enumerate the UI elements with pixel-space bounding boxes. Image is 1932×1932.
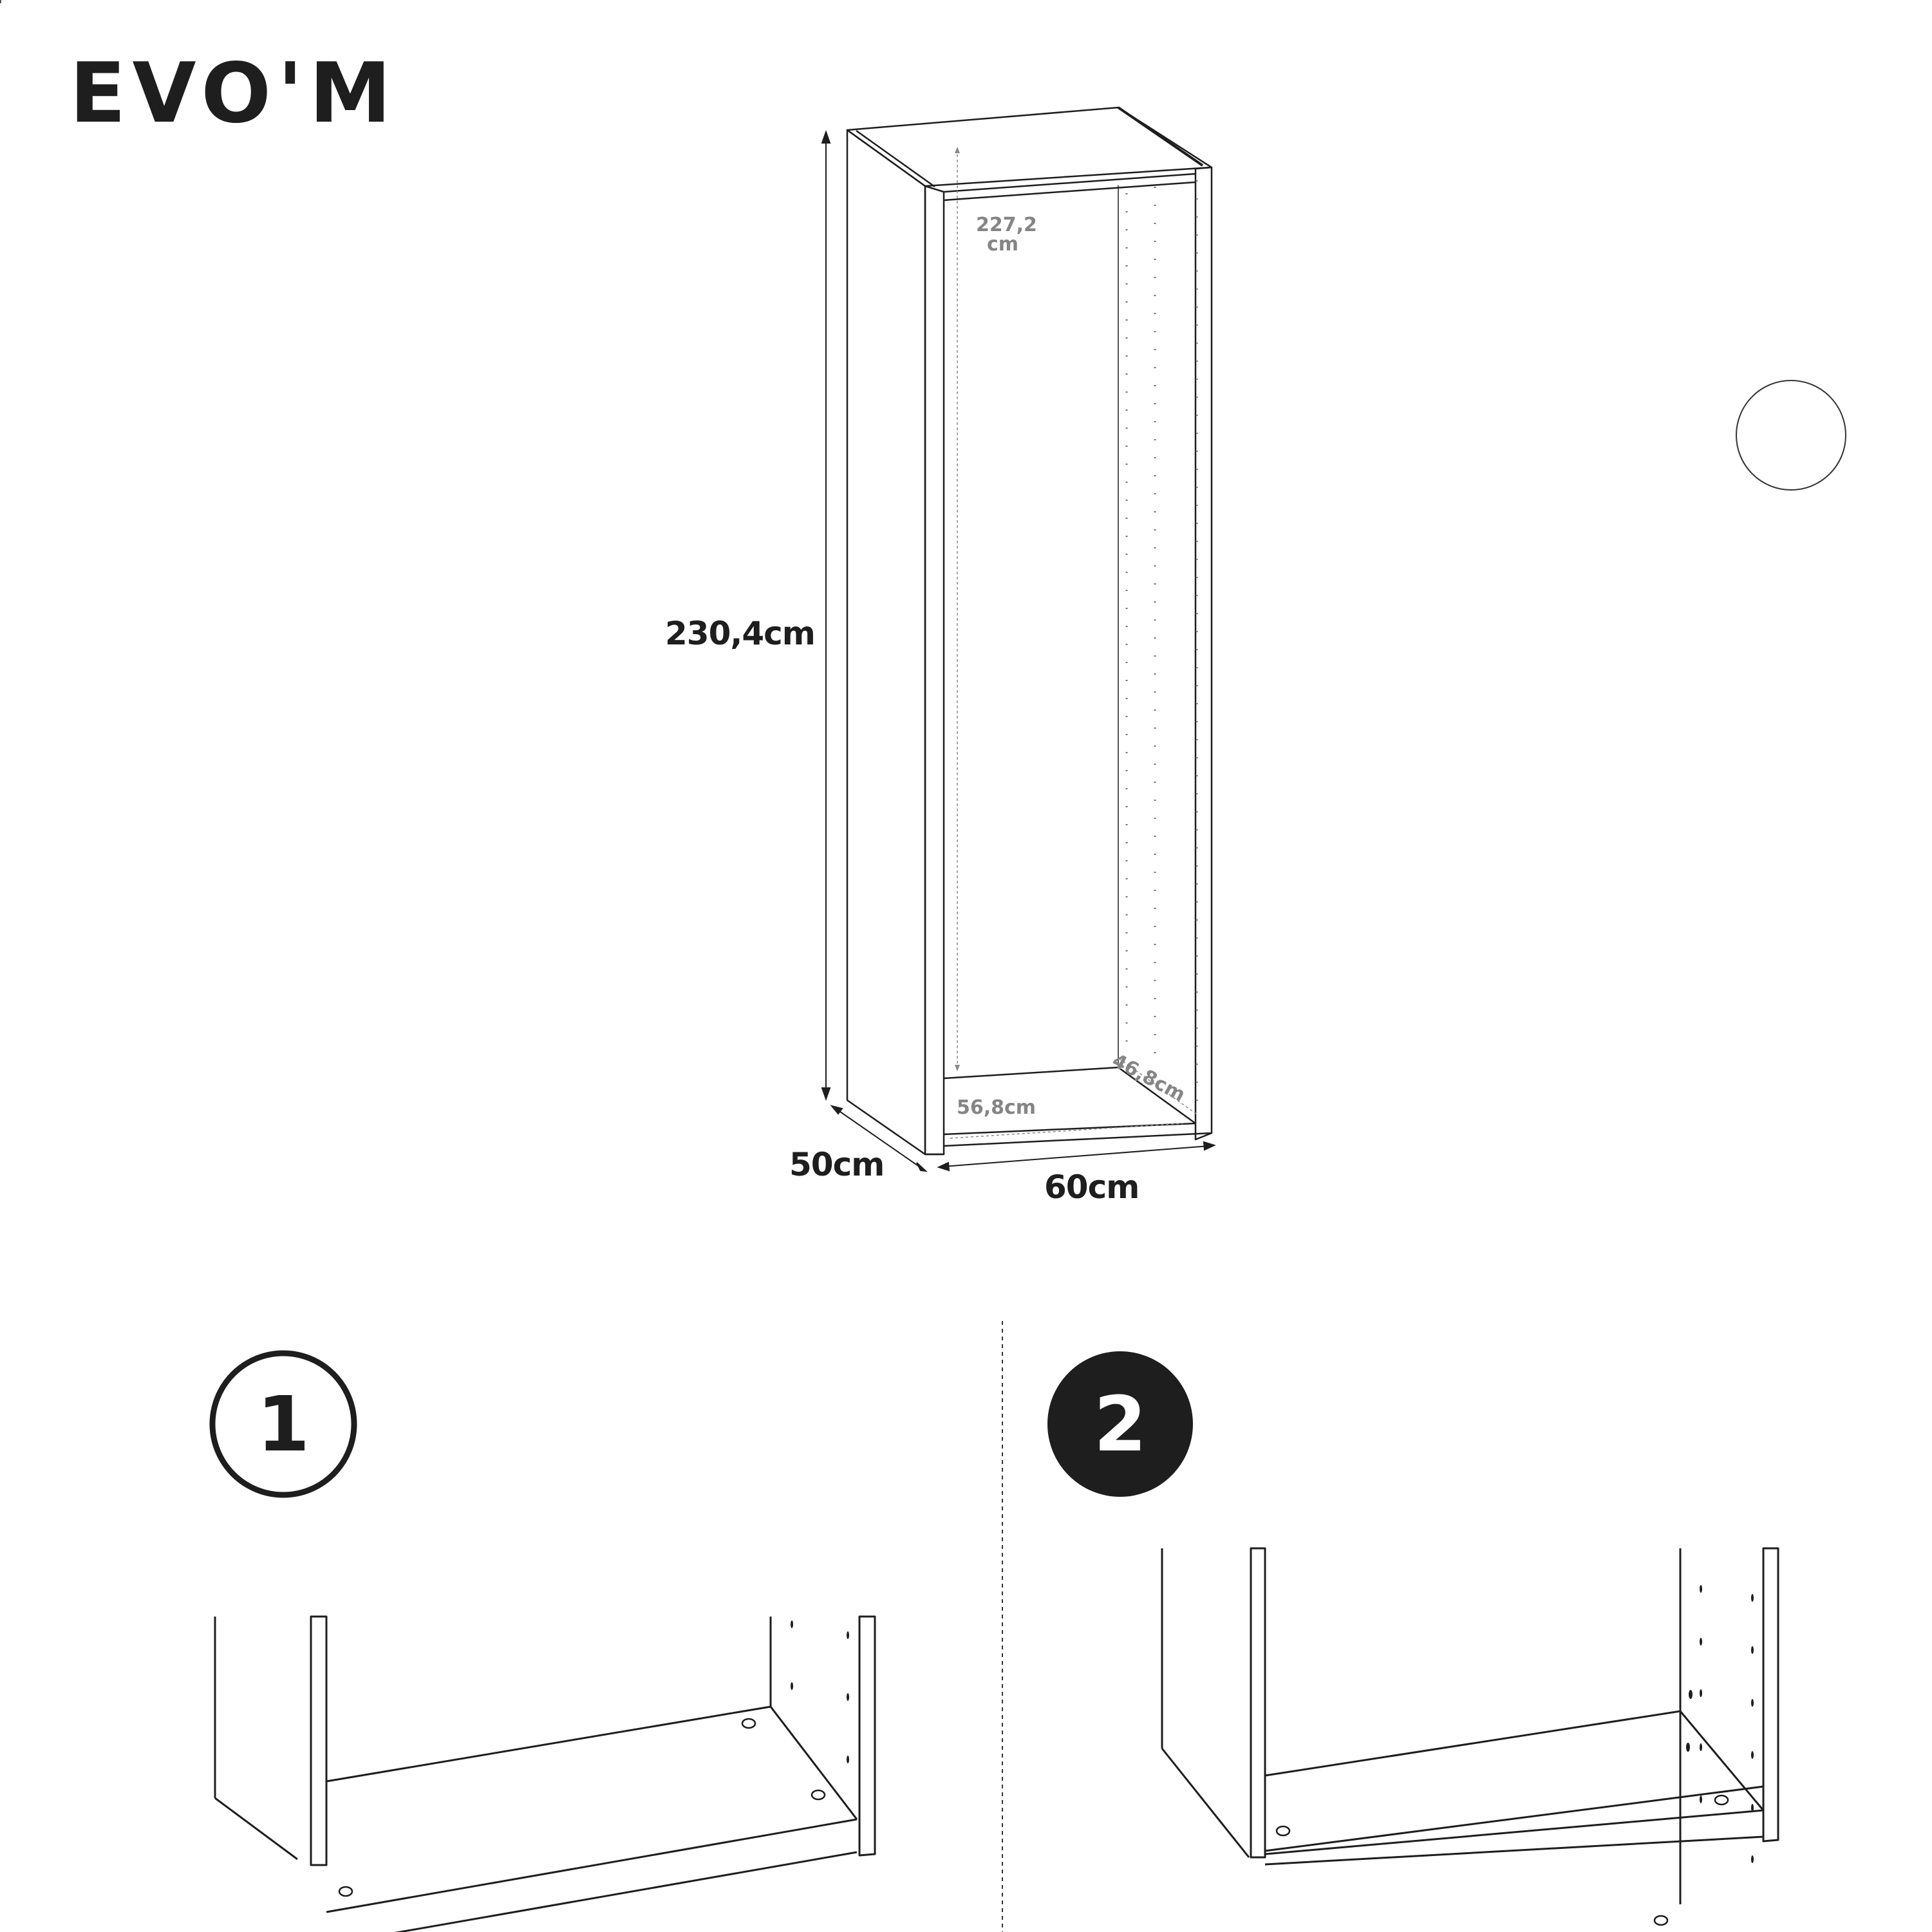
depth-outer-label: 50cm (789, 1146, 885, 1183)
step-1-number: 1 (256, 1380, 310, 1468)
info-circle (1736, 380, 1846, 491)
width-dimension-line (943, 1145, 1210, 1167)
shelf-pin-holes (0, 0, 1, 3)
evom-logo: EVO'M (70, 46, 398, 142)
step-2-badge-circle (1047, 1351, 1193, 1497)
height-outer-label: 230,4cm (665, 615, 816, 652)
height-inner-value: 227,2 (976, 214, 1037, 236)
width-outer-label: 60cm (1044, 1168, 1140, 1206)
height-inner-unit: cm (987, 233, 1019, 256)
depth-dimension-line (835, 1108, 923, 1169)
step-1-badge-circle (209, 1350, 357, 1498)
step-2-number: 2 (1093, 1380, 1147, 1468)
width-inner-label: 56,8cm (957, 1096, 1036, 1119)
